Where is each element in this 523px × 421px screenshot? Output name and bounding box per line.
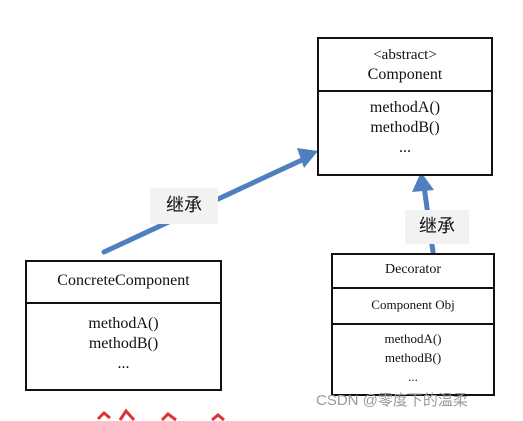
decorator-fields: Component Obj <box>333 289 493 325</box>
decorator-methods: methodA() methodB() ... <box>333 325 493 386</box>
component-method-ellipsis: ... <box>399 139 411 156</box>
concrete-component-methods: methodA() methodB() ... <box>27 304 220 374</box>
decorator-to-component-arrowhead <box>412 172 434 192</box>
decorator-method-a: methodA() <box>384 331 442 346</box>
concrete-component-header: ConcreteComponent <box>27 262 220 304</box>
component-name: Component <box>367 66 443 83</box>
decorator-class-box: Decorator Component Obj methodA() method… <box>331 253 495 396</box>
component-method-b: methodB() <box>370 119 440 136</box>
component-header: <abstract> Component <box>319 39 491 92</box>
decorator-field-component-obj: Component Obj <box>371 297 455 312</box>
component-stereotype: <abstract> <box>373 47 437 63</box>
concrete-method-ellipsis: ... <box>117 355 130 372</box>
concrete-method-a: methodA() <box>88 315 159 332</box>
decorator-method-b: methodB() <box>384 350 442 365</box>
decorator-method-ellipsis: ... <box>408 369 418 384</box>
concrete-to-component-arrowhead <box>297 148 318 168</box>
decorator-name: Decorator <box>385 262 441 277</box>
component-class-box: <abstract> Component methodA() methodB()… <box>317 37 493 176</box>
concrete-method-b: methodB() <box>88 335 159 352</box>
concrete-component-name: ConcreteComponent <box>57 272 190 289</box>
component-methods: methodA() methodB() ... <box>319 92 491 158</box>
cropped-red-text-fragment <box>96 408 225 421</box>
decorator-header: Decorator <box>333 255 493 289</box>
component-method-a: methodA() <box>369 99 441 116</box>
concrete-component-class-box: ConcreteComponent methodA() methodB() ..… <box>25 260 222 391</box>
inheritance-label-left: 继承 <box>150 188 218 224</box>
csdn-watermark: CSDN @零度下的温柔 <box>316 392 468 409</box>
inheritance-label-right: 继承 <box>405 210 469 244</box>
